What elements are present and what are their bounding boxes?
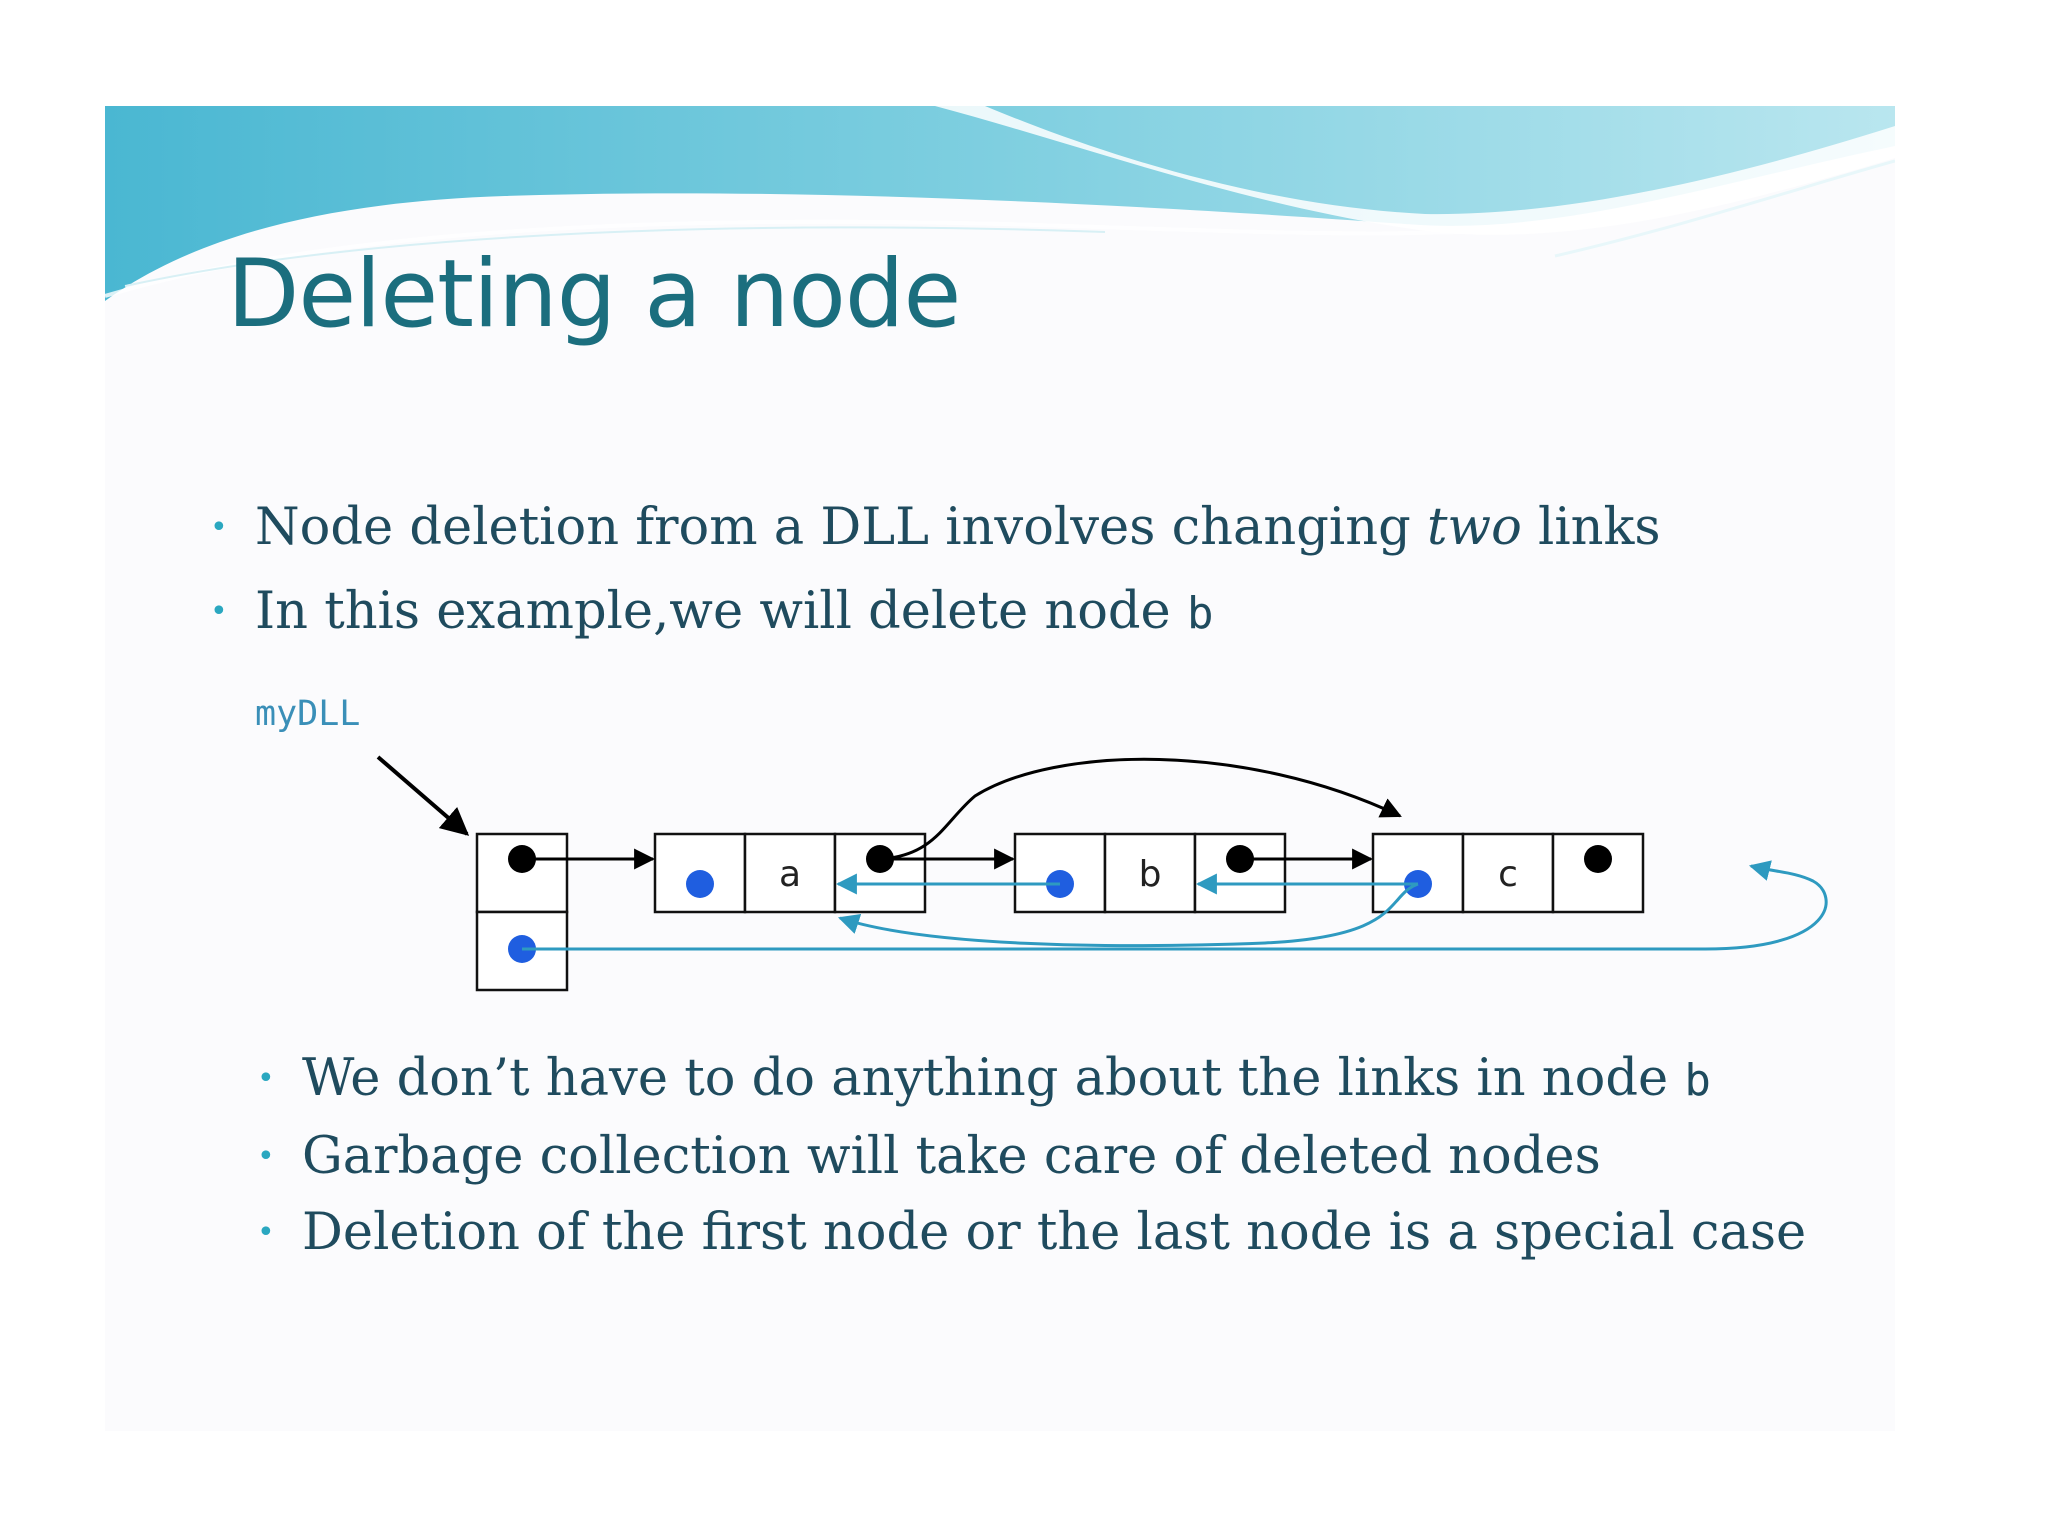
node-b: b [1015, 834, 1285, 912]
bullet-dot-icon: • [257, 1195, 275, 1271]
bullet-item: • Deletion of the first node or the last … [257, 1195, 1857, 1271]
node-a-label: a [779, 854, 801, 895]
slide: Deleting a node •Node deletion from a DL… [105, 106, 1895, 1431]
bullet-text: We don’t have to do anything about the l… [302, 1049, 1684, 1108]
bullet-text: Deletion of the first node or the last n… [302, 1203, 1806, 1262]
mydll-pointer-arrow [378, 757, 467, 834]
note-bullet-list: • We don’t have to do anything about the … [257, 1041, 1857, 1271]
node-b-label: b [1139, 854, 1162, 895]
bullet-text: Garbage collection will take care of del… [302, 1127, 1601, 1186]
bullet-item: • We don’t have to do anything about the … [257, 1041, 1857, 1119]
bullet-dot-icon: • [257, 1041, 275, 1117]
bullet-code: b [1684, 1055, 1711, 1106]
node-c: c [1373, 834, 1643, 912]
dll-header [477, 834, 567, 990]
node-a: a [655, 834, 925, 912]
bullet-item: • Garbage collection will take care of de… [257, 1119, 1857, 1195]
node-c-label: c [1498, 854, 1518, 895]
bullet-dot-icon: • [257, 1119, 275, 1195]
mydll-label: myDLL [255, 694, 360, 734]
